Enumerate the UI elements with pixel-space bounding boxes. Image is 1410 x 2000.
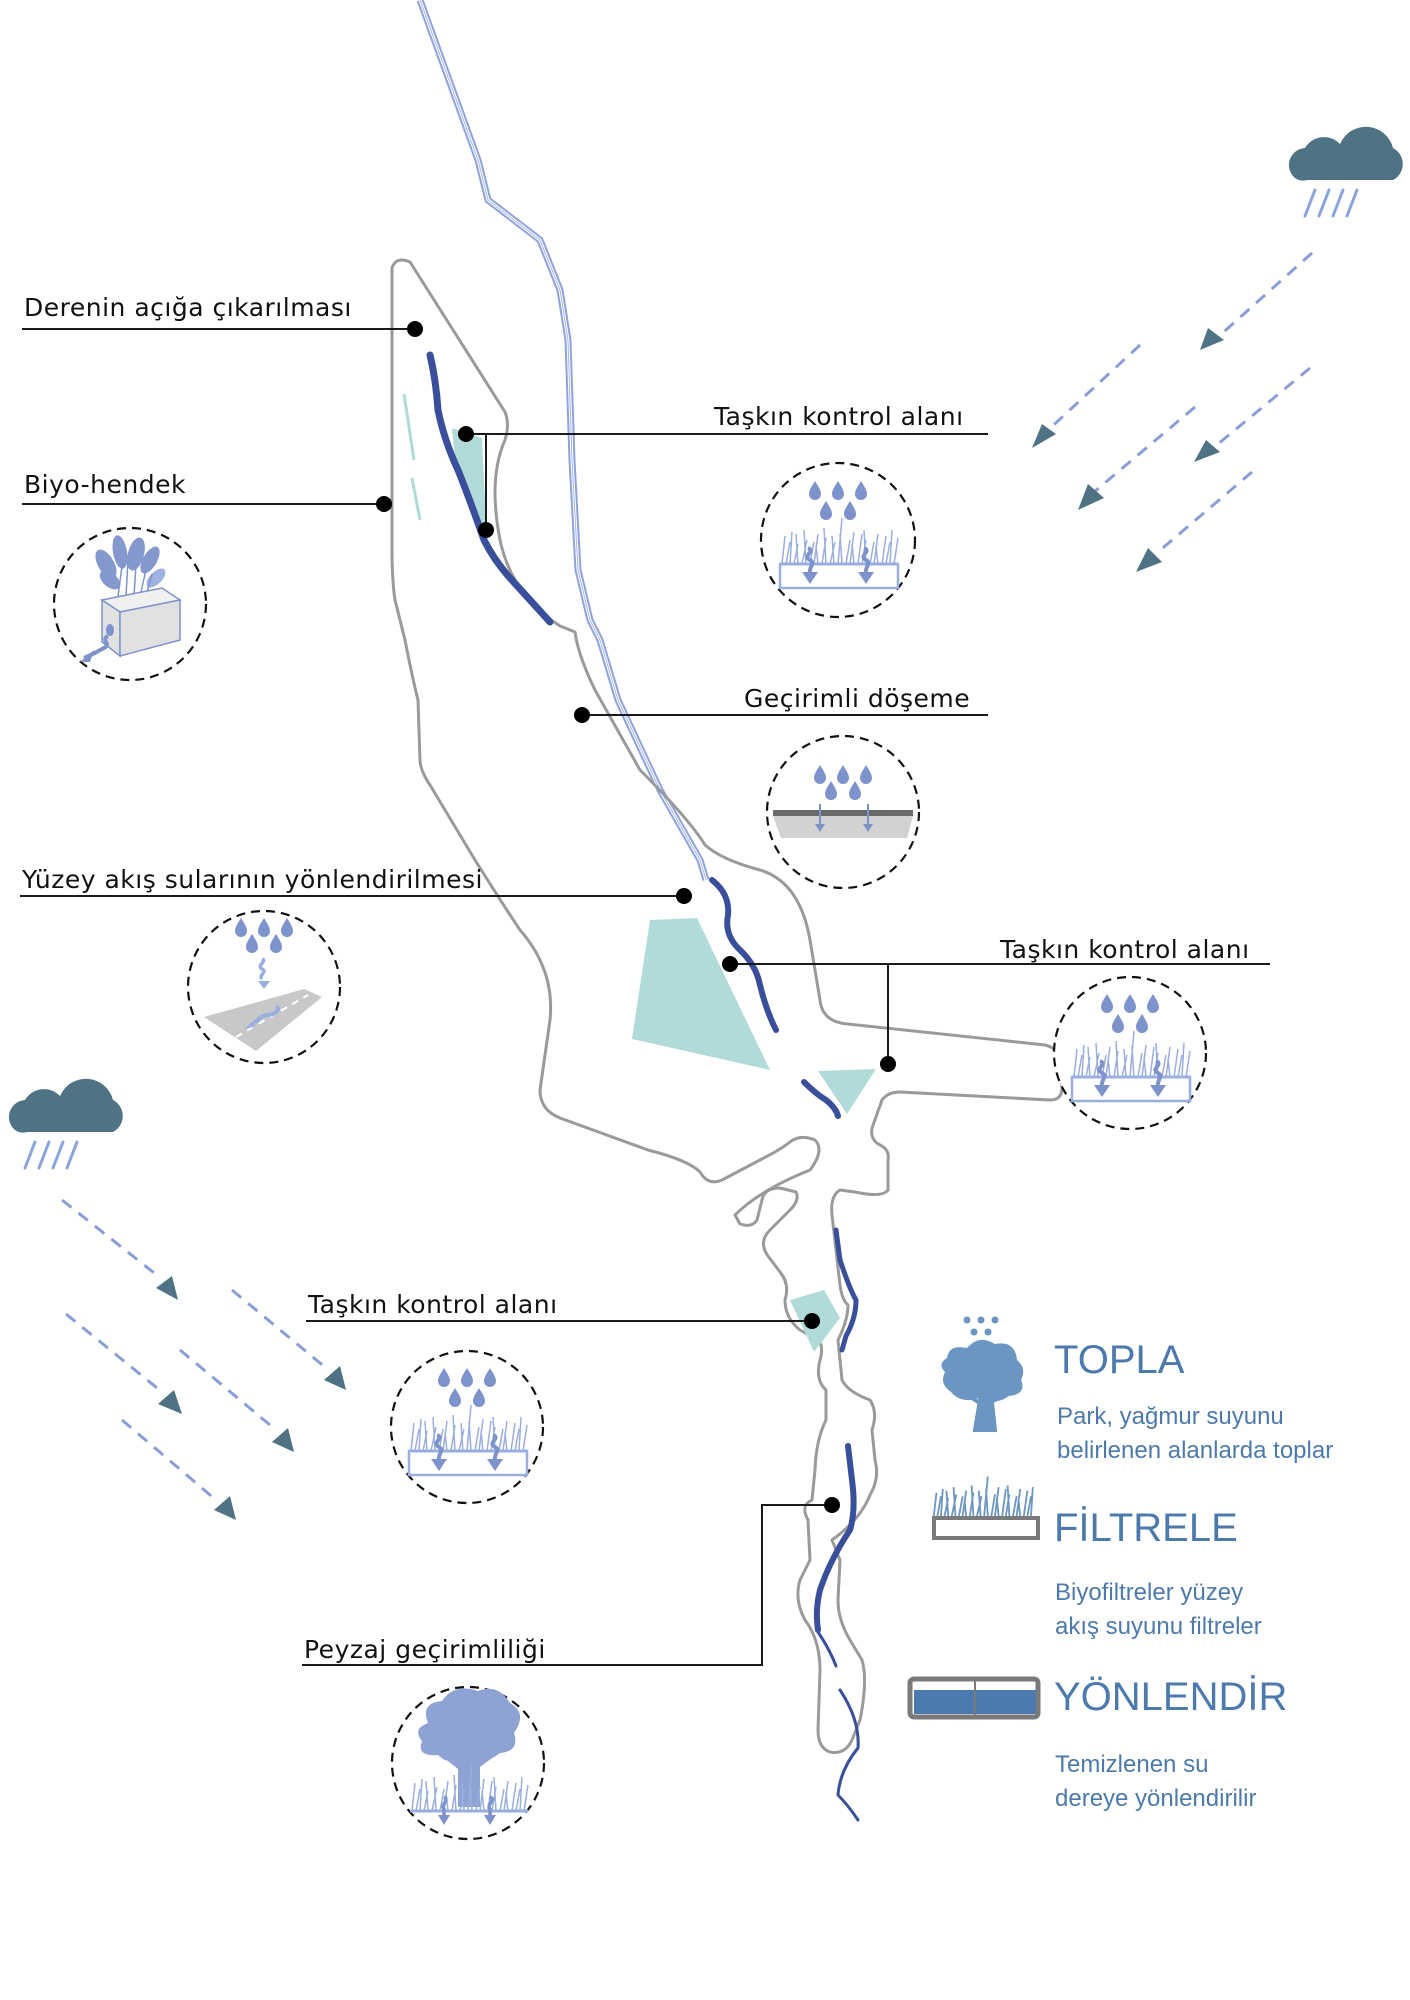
label-flood-control-3: Taşkın kontrol alanı [307,1290,558,1319]
label-landscape-permeability: Peyzaj geçirimliliği [304,1635,546,1664]
basin-large [632,918,770,1070]
stream [426,351,860,1822]
water-channel-icon [907,1676,1041,1720]
rain-arrows [61,1198,346,1520]
legend-title-collect: TOPLA [1054,1338,1185,1382]
annotation-flood-control-1: Taşkın kontrol alanı [458,402,988,619]
basin-triangle [818,1069,876,1114]
rain-cloud-icon [7,1077,125,1170]
legend-desc-filter-line2: akış suyunu filtreler [1055,1613,1262,1640]
rain-group-top-right [1032,125,1405,572]
label-stream-daylighting: Derenin açığa çıkarılması [24,293,352,322]
annotation-flood-control-3: Taşkın kontrol alanı [306,1290,820,1505]
annotation-stream-daylighting: Derenin açığa çıkarılması [22,293,423,337]
piped-channel [416,0,710,882]
label-permeable-paving: Geçirimli döşeme [744,684,970,713]
site-boundary [390,258,1064,1754]
tree-infiltration-icon [390,1685,546,1841]
annotation-permeable-paving: Geçirimli döşeme [574,684,988,890]
bioswale-planter-icon [52,526,208,682]
label-flood-control-2: Taşkın kontrol alanı [999,935,1250,964]
legend-desc-direct-line1: Temizlenen su [1055,1751,1208,1778]
rain-group-left [7,1077,346,1520]
annotation-bioswale: Biyo-hendek [22,470,392,682]
legend-desc-direct-line2: dereye yönlendirilir [1055,1785,1256,1812]
legend-desc-filter-line1: Biyofiltreler yüzey [1055,1579,1243,1606]
legend-item-collect: TOPLA Park, yağmur suyunu belirlenen ala… [941,1316,1333,1464]
flood-control-icon [759,461,917,619]
legend-item-direct: YÖNLENDİR Temizlenen su dereye yönlendir… [907,1674,1287,1812]
legend: TOPLA Park, yağmur suyunu belirlenen ala… [907,1316,1333,1812]
legend-title-filter: FİLTRELE [1054,1505,1238,1550]
tree-rain-icon [941,1316,1024,1432]
legend-desc-collect-line1: Park, yağmur suyunu [1057,1403,1284,1430]
flood-control-icon [389,1349,545,1505]
label-flood-control-1: Taşkın kontrol alanı [713,402,964,431]
annotation-flood-control-2: Taşkın kontrol alanı [722,935,1270,1131]
rain-cloud-icon [1287,125,1405,218]
flood-control-icon [1052,975,1208,1131]
label-runoff-direction: Yüzey akış sularının yönlendirilmesi [21,865,483,894]
bioswale-strip-2 [410,477,422,521]
legend-title-direct: YÖNLENDİR [1054,1674,1287,1719]
annotation-landscape-permeability: Peyzaj geçirimliliği [302,1497,840,1841]
road-runoff-icon [186,909,342,1065]
grass-filter-icon [932,1476,1040,1540]
basin-upper [452,428,486,528]
annotation-runoff-direction: Yüzey akış sularının yönlendirilmesi [20,865,692,1065]
rain-arrows [1032,251,1313,572]
legend-item-filter: FİLTRELE Biyofiltreler yüzey akış suyunu… [932,1476,1262,1640]
legend-desc-collect-line2: belirlenen alanlarda toplar [1057,1437,1333,1464]
permeable-paving-icon [765,734,921,890]
label-bioswale: Biyo-hendek [24,470,186,499]
bioswale-strip-1 [402,393,416,461]
flood-basins [402,393,876,1352]
